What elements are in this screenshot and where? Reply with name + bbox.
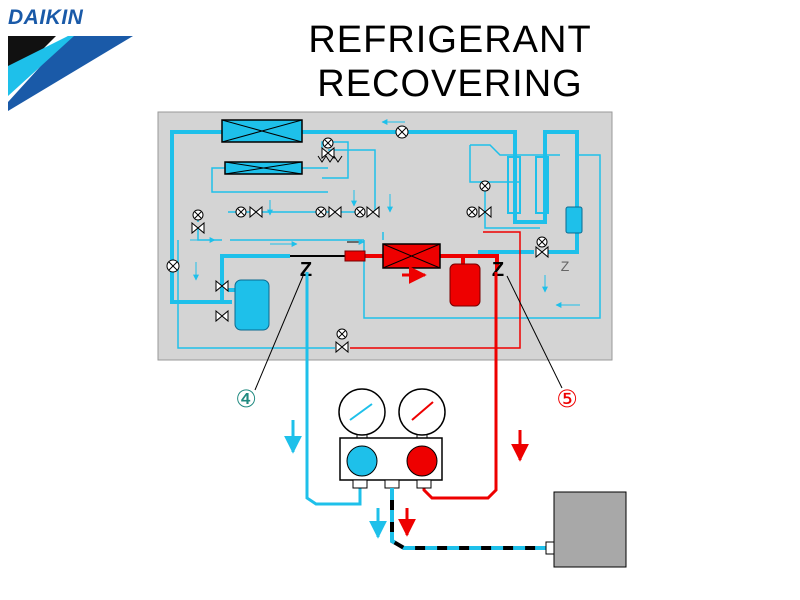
- logo-blue-band: [8, 36, 133, 111]
- high-side-knob: [406, 445, 438, 477]
- valve-icon: [315, 206, 327, 218]
- solenoid-icon: [328, 205, 342, 219]
- solenoid-icon: [335, 340, 349, 354]
- valve-icon: [166, 259, 180, 273]
- high-port-fitting: [416, 479, 432, 489]
- flow-arrows-cyan: [190, 119, 580, 308]
- valve-icon: [322, 137, 334, 149]
- condenser-coil: [221, 119, 303, 143]
- compressor: [449, 263, 481, 307]
- receiver-tube-left: [507, 156, 521, 214]
- center-port-fitting: [384, 479, 400, 489]
- solenoid-icon: [535, 245, 549, 259]
- cylinder-valve: [545, 541, 555, 555]
- solenoid-icon: [215, 309, 229, 323]
- callout-4: ④: [235, 385, 257, 413]
- solenoid-icon: [215, 279, 229, 293]
- valve-icon: [466, 206, 478, 218]
- muffler: [344, 250, 366, 262]
- filter-drier: [565, 206, 583, 234]
- logo-text: DAIKIN: [8, 6, 84, 29]
- capillary-icon: [317, 155, 343, 163]
- solenoid-icon: [321, 146, 335, 160]
- page-title: REFRIGERANT RECOVERING: [255, 18, 645, 106]
- low-pressure-hose: [305, 272, 362, 506]
- subcooler-coil: [224, 161, 303, 175]
- valve-icon: [192, 209, 204, 221]
- callout-5: ⑤: [556, 385, 578, 413]
- solenoid-icon: [249, 205, 263, 219]
- low-port-fitting: [352, 479, 368, 489]
- service-port-low: Z: [300, 259, 312, 281]
- compressor-heat-exchanger: [382, 243, 441, 269]
- receiver-tube-right: [535, 156, 549, 214]
- solenoid-icon: [191, 221, 205, 235]
- main-loop: [170, 130, 579, 304]
- solenoid-icon: [478, 205, 492, 219]
- expansion-valves: [166, 125, 548, 340]
- low-side-knob: [346, 445, 378, 477]
- solenoid-valves: [191, 146, 549, 354]
- valve-icon: [395, 125, 409, 139]
- title-line-2: RECOVERING: [317, 63, 583, 105]
- leader-line-right: [506, 275, 563, 389]
- recovery-cylinder: [553, 491, 627, 568]
- hose-flow-arrows: [284, 420, 529, 539]
- leader-line-left: [254, 275, 304, 391]
- high-pressure-gauge: [398, 388, 446, 439]
- low-pressure-gauge: [338, 388, 386, 439]
- valve-icon: [354, 206, 366, 218]
- solenoid-icon: [366, 205, 380, 219]
- logo-light-band: [8, 36, 74, 96]
- service-port-high: Z: [492, 259, 504, 281]
- valve-icon: [479, 180, 491, 192]
- charging-hose: [390, 488, 548, 550]
- valve-icon: [536, 236, 548, 248]
- service-port-liquid: Z: [561, 258, 570, 274]
- red-thin-lines: [350, 231, 521, 349]
- title-line-1: REFRIGERANT: [308, 19, 592, 61]
- accumulator: [234, 279, 270, 331]
- valve-icon: [336, 328, 348, 340]
- valve-icon: [235, 206, 247, 218]
